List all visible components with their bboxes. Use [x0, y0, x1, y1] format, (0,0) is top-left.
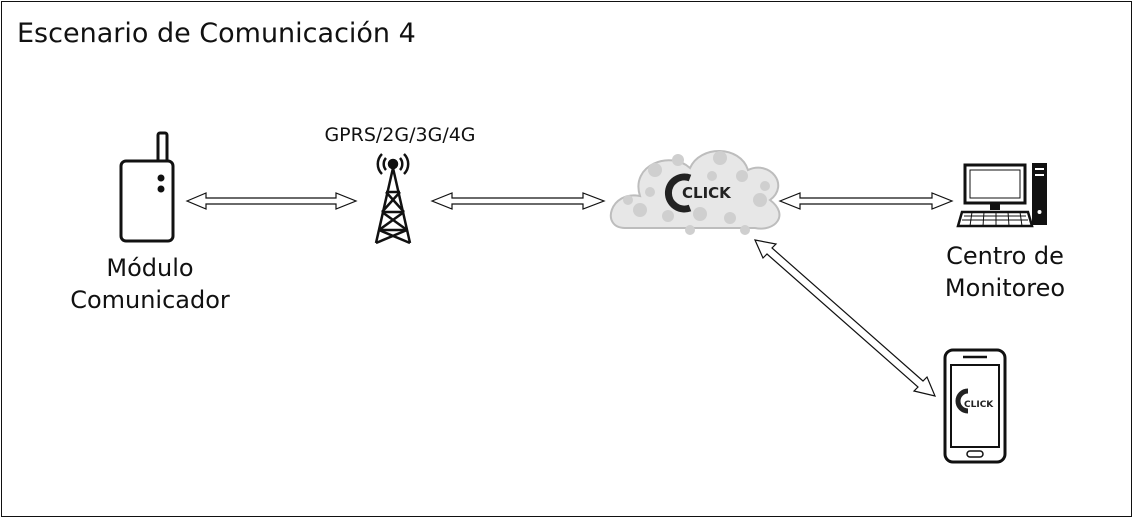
arrow-module-tower [185, 192, 358, 210]
cloud-logo: CLICK [665, 173, 732, 213]
module-label-line1: Módulo [106, 254, 194, 282]
arrow-tower-cloud [430, 192, 606, 210]
cloud-logo-text: CLICK [682, 184, 732, 202]
gps-tracker-device-icon [119, 131, 175, 243]
arrow-cloud-center [778, 192, 954, 210]
cell-tower-icon [374, 153, 412, 245]
smartphone-icon: CLICK [943, 348, 1007, 464]
cloud-icon: CLICK [609, 150, 781, 235]
center-label-line1: Centro de [946, 242, 1064, 270]
module-label-line2: Comunicador [70, 286, 230, 314]
desktop-computer-icon [956, 163, 1047, 228]
network-label: GPRS/2G/3G/4G [324, 124, 476, 146]
phone-logo-text: CLICK [964, 400, 994, 410]
arrow-cloud-phone [753, 239, 937, 397]
center-label-line2: Monitoreo [944, 274, 1066, 302]
diagram-title: Escenario de Comunicación 4 [17, 18, 416, 49]
monitoring-center-label: Centro de Monitoreo [920, 240, 1090, 304]
module-label: Módulo Comunicador [40, 252, 260, 316]
